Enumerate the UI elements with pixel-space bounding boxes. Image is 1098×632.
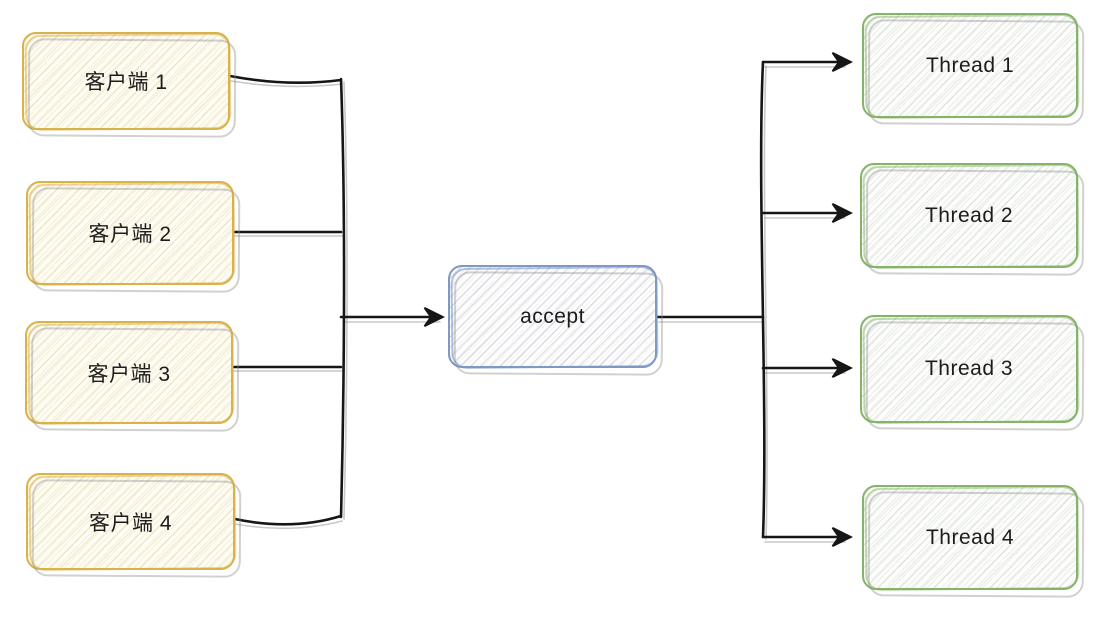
edge-client4-trunk bbox=[233, 514, 343, 526]
connectors bbox=[228, 60, 850, 539]
client-4-label: 客户端 4 bbox=[88, 511, 172, 535]
thread-1-label: Thread 1 bbox=[925, 53, 1015, 77]
thread-4-node: Thread 4 bbox=[862, 485, 1078, 590]
client-4-node: 客户端 4 bbox=[26, 473, 235, 570]
thread-2-label: Thread 2 bbox=[924, 203, 1014, 227]
client-1-label: 客户端 1 bbox=[84, 71, 168, 94]
connector-echoes bbox=[230, 65, 846, 543]
thread-3-node: Thread 3 bbox=[860, 315, 1078, 423]
client-3-label: 客户端 3 bbox=[87, 362, 171, 386]
client-2-label: 客户端 2 bbox=[88, 223, 172, 246]
thread-2-node: Thread 2 bbox=[860, 163, 1078, 268]
client-1-node: 客户端 1 bbox=[22, 32, 230, 130]
thread-1-node: Thread 1 bbox=[862, 13, 1078, 118]
accept-node: accept bbox=[448, 265, 657, 368]
thread-3-label: Thread 3 bbox=[924, 357, 1014, 380]
thread-4-label: Thread 4 bbox=[925, 525, 1015, 549]
accept-label: accept bbox=[520, 304, 585, 328]
edge-client1-trunk bbox=[228, 74, 343, 85]
right-trunk bbox=[759, 60, 766, 539]
left-trunk bbox=[339, 77, 346, 519]
client-3-node: 客户端 3 bbox=[25, 321, 233, 424]
client-2-node: 客户端 2 bbox=[26, 181, 234, 285]
